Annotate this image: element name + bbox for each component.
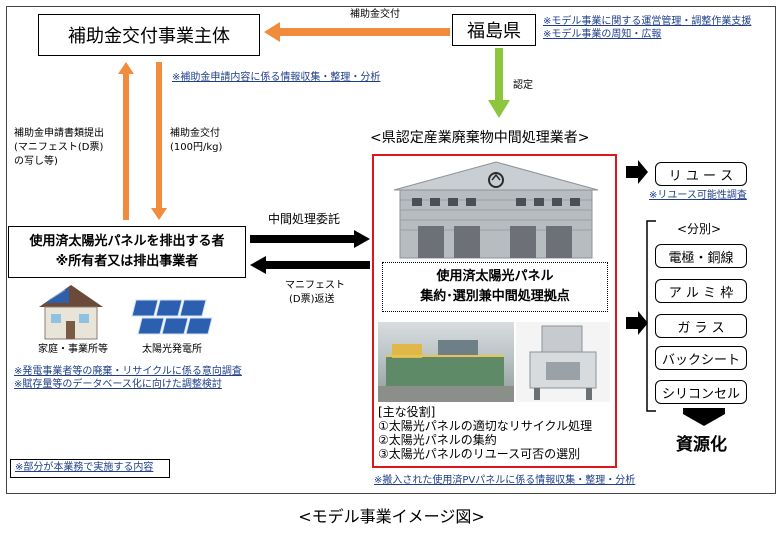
left-note-2: ※賦存量等のデータベース化に向けた調整検討 — [14, 379, 222, 390]
emitter-box: 使用済太陽光パネルを排出する者 ※所有者又は排出事業者 — [8, 226, 246, 278]
solar-plant-illustration — [131, 299, 213, 335]
sorting-machine-photo — [516, 322, 610, 402]
info-note-top: ※補助金申請内容に係る情報収集・整理・分析 — [172, 72, 381, 83]
subsidy-arrow-top — [264, 22, 450, 42]
hub-line-1: 使用済太陽光パネル — [436, 269, 554, 284]
role-2: ②太陽光パネルの集約 — [378, 433, 497, 447]
legend-note: ※部分が本業務で実施する内容 — [15, 462, 154, 473]
subsidy-arrow-down — [151, 62, 167, 220]
processor-title: <県認定産業廃棄物中間処理業者> — [370, 130, 590, 146]
subsidy-body-label: 補助金交付事業主体 — [68, 26, 230, 47]
warehouse-illustration — [393, 161, 599, 259]
subsidy-amount-1: 補助金交付 — [170, 128, 220, 139]
sort-item-aluminum-label: ア ル ミ 枠 — [668, 285, 734, 301]
emitter-line-2: ※所有者又は排出事業者 — [55, 254, 199, 269]
sort-item-silicon: シリコンセル — [655, 380, 747, 404]
subsidy-body-box: 補助金交付事業主体 — [38, 14, 260, 56]
application-text-2: (マニフェスト(D票) — [14, 142, 104, 153]
manifest-arrow — [250, 256, 370, 274]
sorting-machine-drawing — [529, 325, 597, 400]
manifest-label-2: (D票)返送 — [289, 294, 335, 305]
left-note-1: ※発電事業者等の廃棄・リサイクルに係る意向調査 — [14, 366, 242, 377]
subsidy-amount-2: (100円/kg) — [170, 142, 223, 153]
reuse-box: リ ユ ー ス — [655, 162, 747, 186]
subsidy-arrow-label: 補助金交付 — [350, 9, 400, 20]
sort-bracket — [646, 220, 656, 412]
house-label: 家庭・事業所等 — [38, 344, 108, 355]
prefecture-note-2: ※モデル事業の周知・広報 — [543, 29, 662, 40]
application-text-1: 補助金申請書類提出 — [14, 128, 104, 139]
consign-arrow — [250, 230, 370, 248]
sort-arrow — [626, 311, 648, 335]
manifest-label-1: マニフェスト — [285, 280, 345, 291]
roles-heading: [主な役割] — [378, 405, 436, 419]
sort-item-backsheet: バックシート — [655, 346, 747, 370]
resource-label: 資源化 — [676, 435, 727, 455]
application-arrow-up — [118, 62, 134, 220]
prefecture-label: 福島県 — [467, 21, 521, 42]
resource-arrow — [683, 408, 725, 426]
sort-item-glass-label: ガ ラ ス — [677, 320, 725, 336]
role-3: ③太陽光パネルのリユース可否の選別 — [378, 447, 581, 461]
sort-item-glass: ガ ラ ス — [655, 314, 747, 338]
house-illustration — [39, 285, 103, 340]
application-text-3: の写し等) — [14, 156, 58, 167]
bottom-info-note: ※搬入された使用済PVパネルに係る情報収集・整理・分析 — [374, 475, 636, 486]
prefecture-box: 福島県 — [452, 14, 536, 46]
sort-item-backsheet-label: バックシート — [661, 352, 740, 368]
sort-heading: <分別> — [677, 222, 722, 236]
sort-item-electrode: 電極・銅線 — [655, 244, 747, 268]
prefecture-note-1: ※モデル事業に関する運営管理・調整作業支援 — [543, 16, 752, 27]
hub-box: 使用済太陽光パネル 集約･選別兼中間処理拠点 — [382, 262, 608, 312]
hub-line-2: 集約･選別兼中間処理拠点 — [420, 289, 570, 304]
sort-item-silicon-label: シリコンセル — [661, 386, 740, 402]
processing-line-photo — [378, 322, 514, 402]
solar-plant-label: 太陽光発電所 — [142, 344, 202, 355]
reuse-arrow — [626, 160, 648, 184]
diagram-frame — [6, 6, 776, 494]
reuse-note: ※リユース可能性調査 — [649, 190, 747, 201]
processor-box — [372, 154, 617, 468]
emitter-line-1: 使用済太陽光パネルを排出する者 — [29, 234, 225, 249]
sort-item-electrode-label: 電極・銅線 — [668, 250, 734, 266]
sort-item-aluminum: ア ル ミ 枠 — [655, 279, 747, 303]
processing-line-drawing — [378, 340, 514, 402]
role-1: ①太陽光パネルの適切なリサイクル処理 — [378, 419, 593, 433]
diagram-caption: <モデル事業イメージ図> — [298, 507, 485, 526]
certification-arrow — [488, 48, 510, 118]
consign-label: 中間処理委託 — [268, 212, 341, 226]
certification-label: 認定 — [513, 80, 533, 91]
reuse-label: リ ユ ー ス — [668, 168, 734, 184]
legend-note-box — [10, 459, 170, 478]
